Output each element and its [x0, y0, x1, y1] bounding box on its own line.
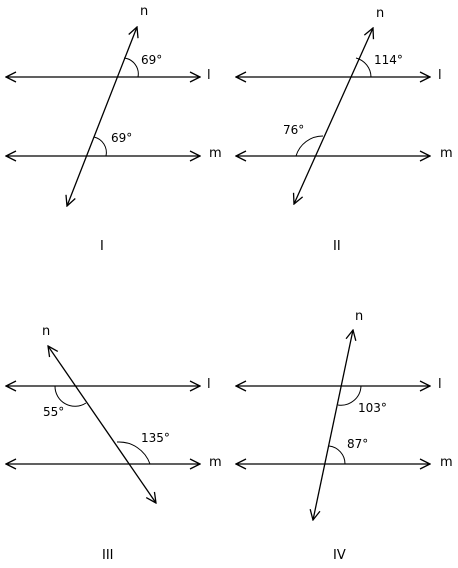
angle-label-top: 55° [43, 405, 64, 419]
label-l: l [438, 68, 442, 83]
label-n: n [355, 309, 363, 324]
angle-arc-top [123, 57, 139, 78]
label-m: m [440, 146, 453, 161]
angle-arc-top [54, 385, 87, 407]
transversal-n [48, 346, 156, 503]
transversal-n [294, 28, 373, 204]
angle-label-bottom: 69° [111, 131, 132, 145]
label-n: n [140, 4, 148, 19]
angle-label-bottom: 135° [141, 431, 170, 445]
angle-label-top: 114° [374, 53, 403, 67]
angle-label-bottom: 76° [283, 123, 304, 137]
label-l: l [438, 377, 442, 392]
angle-arc-bottom [116, 441, 151, 465]
angle-label-top: 103° [358, 401, 387, 415]
diagram-2: n l m 114° 76° II [236, 6, 453, 254]
angle-arc-top [337, 385, 362, 406]
angle-arc-bottom [93, 136, 107, 157]
diagram-numeral: IV [333, 548, 346, 563]
label-m: m [209, 455, 222, 470]
diagram-3: n l m 55° 135° III [6, 324, 222, 563]
angle-arc-bottom [328, 445, 346, 465]
angle-arc-top [355, 57, 372, 78]
label-n: n [42, 324, 50, 339]
angle-arc-bottom [295, 135, 324, 157]
angle-label-bottom: 87° [347, 437, 368, 451]
diagram-1: n l m 69° 69° I [6, 4, 222, 254]
angle-label-top: 69° [141, 53, 162, 67]
label-n: n [376, 6, 384, 21]
transversal-n [313, 330, 353, 520]
label-m: m [440, 455, 453, 470]
diagram-numeral: I [100, 239, 104, 254]
label-m: m [209, 146, 222, 161]
transversal-n [67, 27, 137, 206]
diagram-4: n l m 103° 87° IV [236, 309, 453, 563]
diagram-numeral: II [333, 239, 341, 254]
diagram-numeral: III [102, 548, 114, 563]
label-l: l [207, 68, 211, 83]
label-l: l [207, 377, 211, 392]
